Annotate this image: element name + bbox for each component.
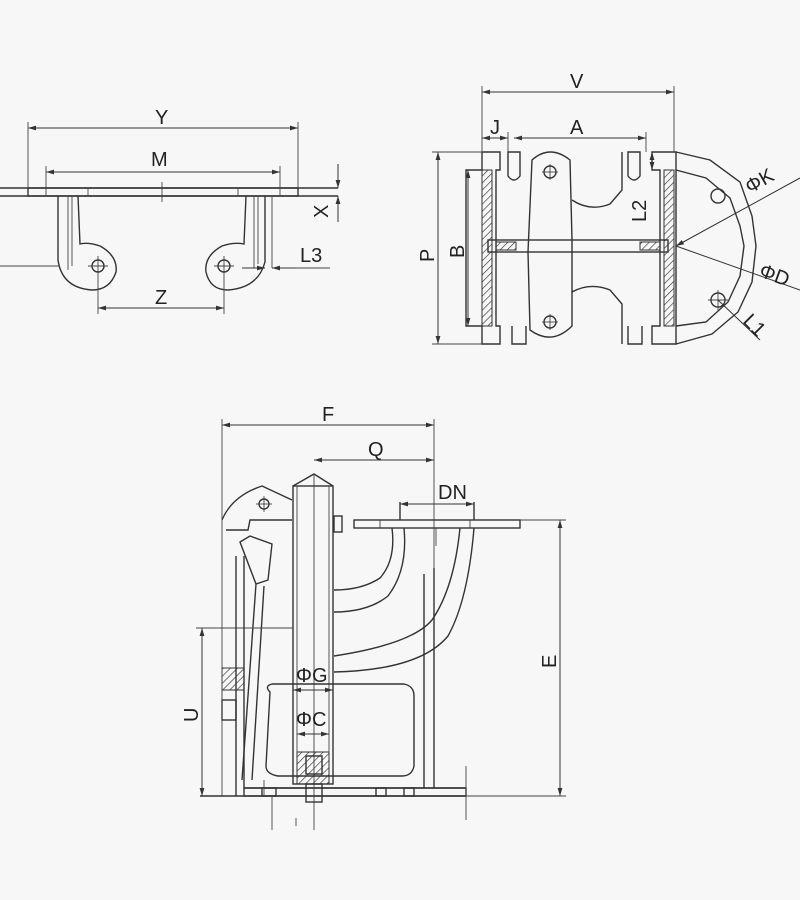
dim-label-phi-c: ΦC <box>296 709 326 731</box>
top-left-view <box>0 122 341 314</box>
dim-label-y: Y <box>155 107 168 129</box>
dim-label-q: Q <box>368 439 384 461</box>
dim-label-phi-d: ΦD <box>756 260 792 291</box>
dim-label-dn: DN <box>438 482 467 504</box>
dim-label-v: V <box>570 71 584 93</box>
dim-label-j: J <box>490 117 500 139</box>
dim-label-z: Z <box>155 287 167 309</box>
dim-label-phi-g: ΦG <box>296 665 328 687</box>
dim-label-e: E <box>539 655 561 668</box>
dim-label-m: M <box>151 149 168 171</box>
dim-label-a: A <box>570 117 584 139</box>
dim-label-l3: L3 <box>300 245 322 267</box>
dim-label-l2: L2 <box>629 200 651 222</box>
dim-label-f: F <box>322 404 334 426</box>
dim-label-p: P <box>417 249 439 262</box>
dim-label-l1: L1 <box>738 310 769 341</box>
dim-label-u: U <box>181 708 203 722</box>
dim-label-b: B <box>447 245 469 258</box>
top-right-view <box>432 86 800 345</box>
dim-label-x: X <box>311 205 333 218</box>
bottom-section-view <box>196 419 566 830</box>
